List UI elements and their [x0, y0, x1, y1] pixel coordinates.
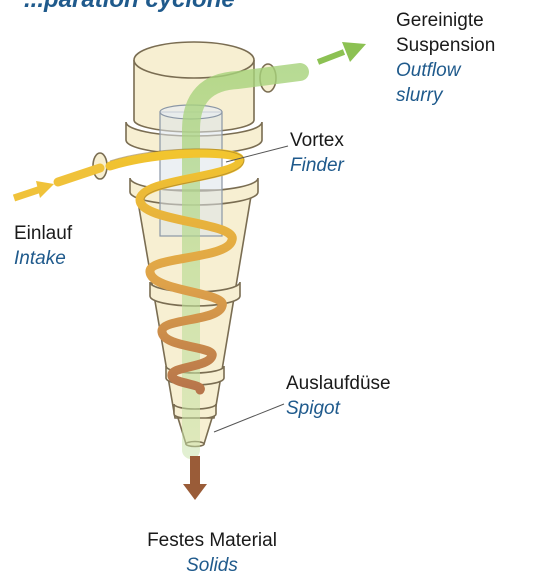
label-spigot-de: Auslaufdüse — [286, 371, 391, 396]
outflow-arrow — [318, 42, 366, 62]
label-outflow-de-1: Gereinigte — [396, 8, 495, 33]
label-solids: Festes Material Solids — [112, 528, 312, 578]
intake-arrow — [14, 168, 100, 198]
label-outflow: Gereinigte Suspension Outflow slurry — [396, 8, 495, 108]
heading-fragment: ...paration cyclone — [24, 0, 235, 14]
label-intake-de: Einlauf — [14, 221, 72, 246]
label-solids-en: Solids — [112, 553, 312, 578]
label-outflow-de-2: Suspension — [396, 33, 495, 58]
label-vortex: Vortex Finder — [290, 128, 344, 178]
solids-arrow — [183, 456, 207, 500]
label-spigot: Auslaufdüse Spigot — [286, 371, 391, 421]
label-intake: Einlauf Intake — [14, 221, 72, 271]
label-solids-de: Festes Material — [112, 528, 312, 553]
label-vortex-de: Vortex — [290, 128, 344, 153]
label-outflow-en-1: Outflow — [396, 58, 495, 83]
label-outflow-en-2: slurry — [396, 83, 495, 108]
label-spigot-en: Spigot — [286, 396, 391, 421]
label-intake-en: Intake — [14, 246, 72, 271]
label-vortex-en: Finder — [290, 153, 344, 178]
